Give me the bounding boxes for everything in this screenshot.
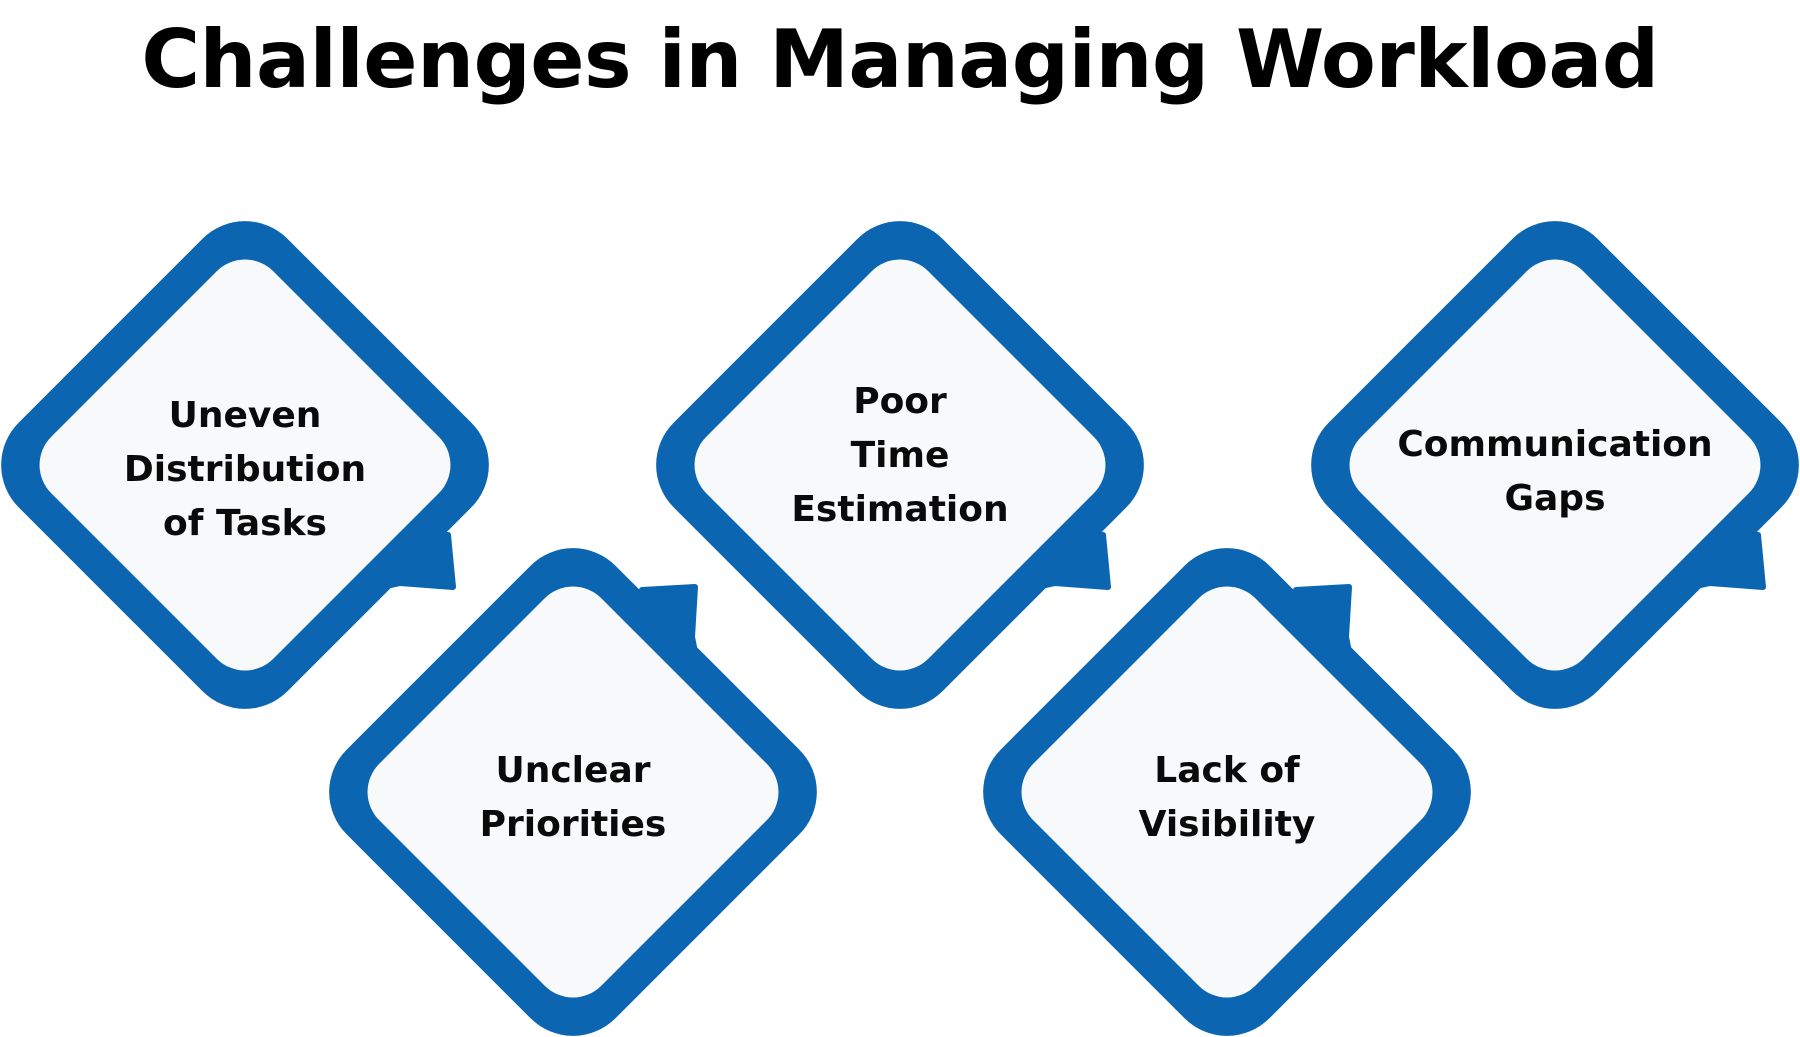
label-line: Distribution <box>123 449 367 490</box>
label-line: Poor <box>853 381 947 422</box>
challenge-label-unclear-priorities: Unclear Priorities <box>403 744 743 852</box>
label-line: Estimation <box>791 489 1009 530</box>
challenge-label-uneven-distribution: Uneven Distribution of Tasks <box>75 389 415 551</box>
label-line: Uneven <box>168 395 322 436</box>
label-line: Priorities <box>479 804 667 845</box>
label-line: Unclear <box>495 750 651 791</box>
challenge-label-poor-time-estimation: Poor Time Estimation <box>730 375 1070 537</box>
label-line: Communication <box>1397 424 1713 465</box>
label-line: Time <box>850 435 950 476</box>
challenge-label-communication-gaps: Communication Gaps <box>1385 418 1725 526</box>
label-line: Visibility <box>1138 804 1316 845</box>
label-line: of Tasks <box>163 503 327 544</box>
diagram-title: Challenges in Managing Workload <box>141 13 1659 106</box>
label-line: Lack of <box>1154 750 1300 791</box>
challenge-label-lack-of-visibility: Lack of Visibility <box>1057 744 1397 852</box>
label-line: Gaps <box>1504 478 1606 519</box>
